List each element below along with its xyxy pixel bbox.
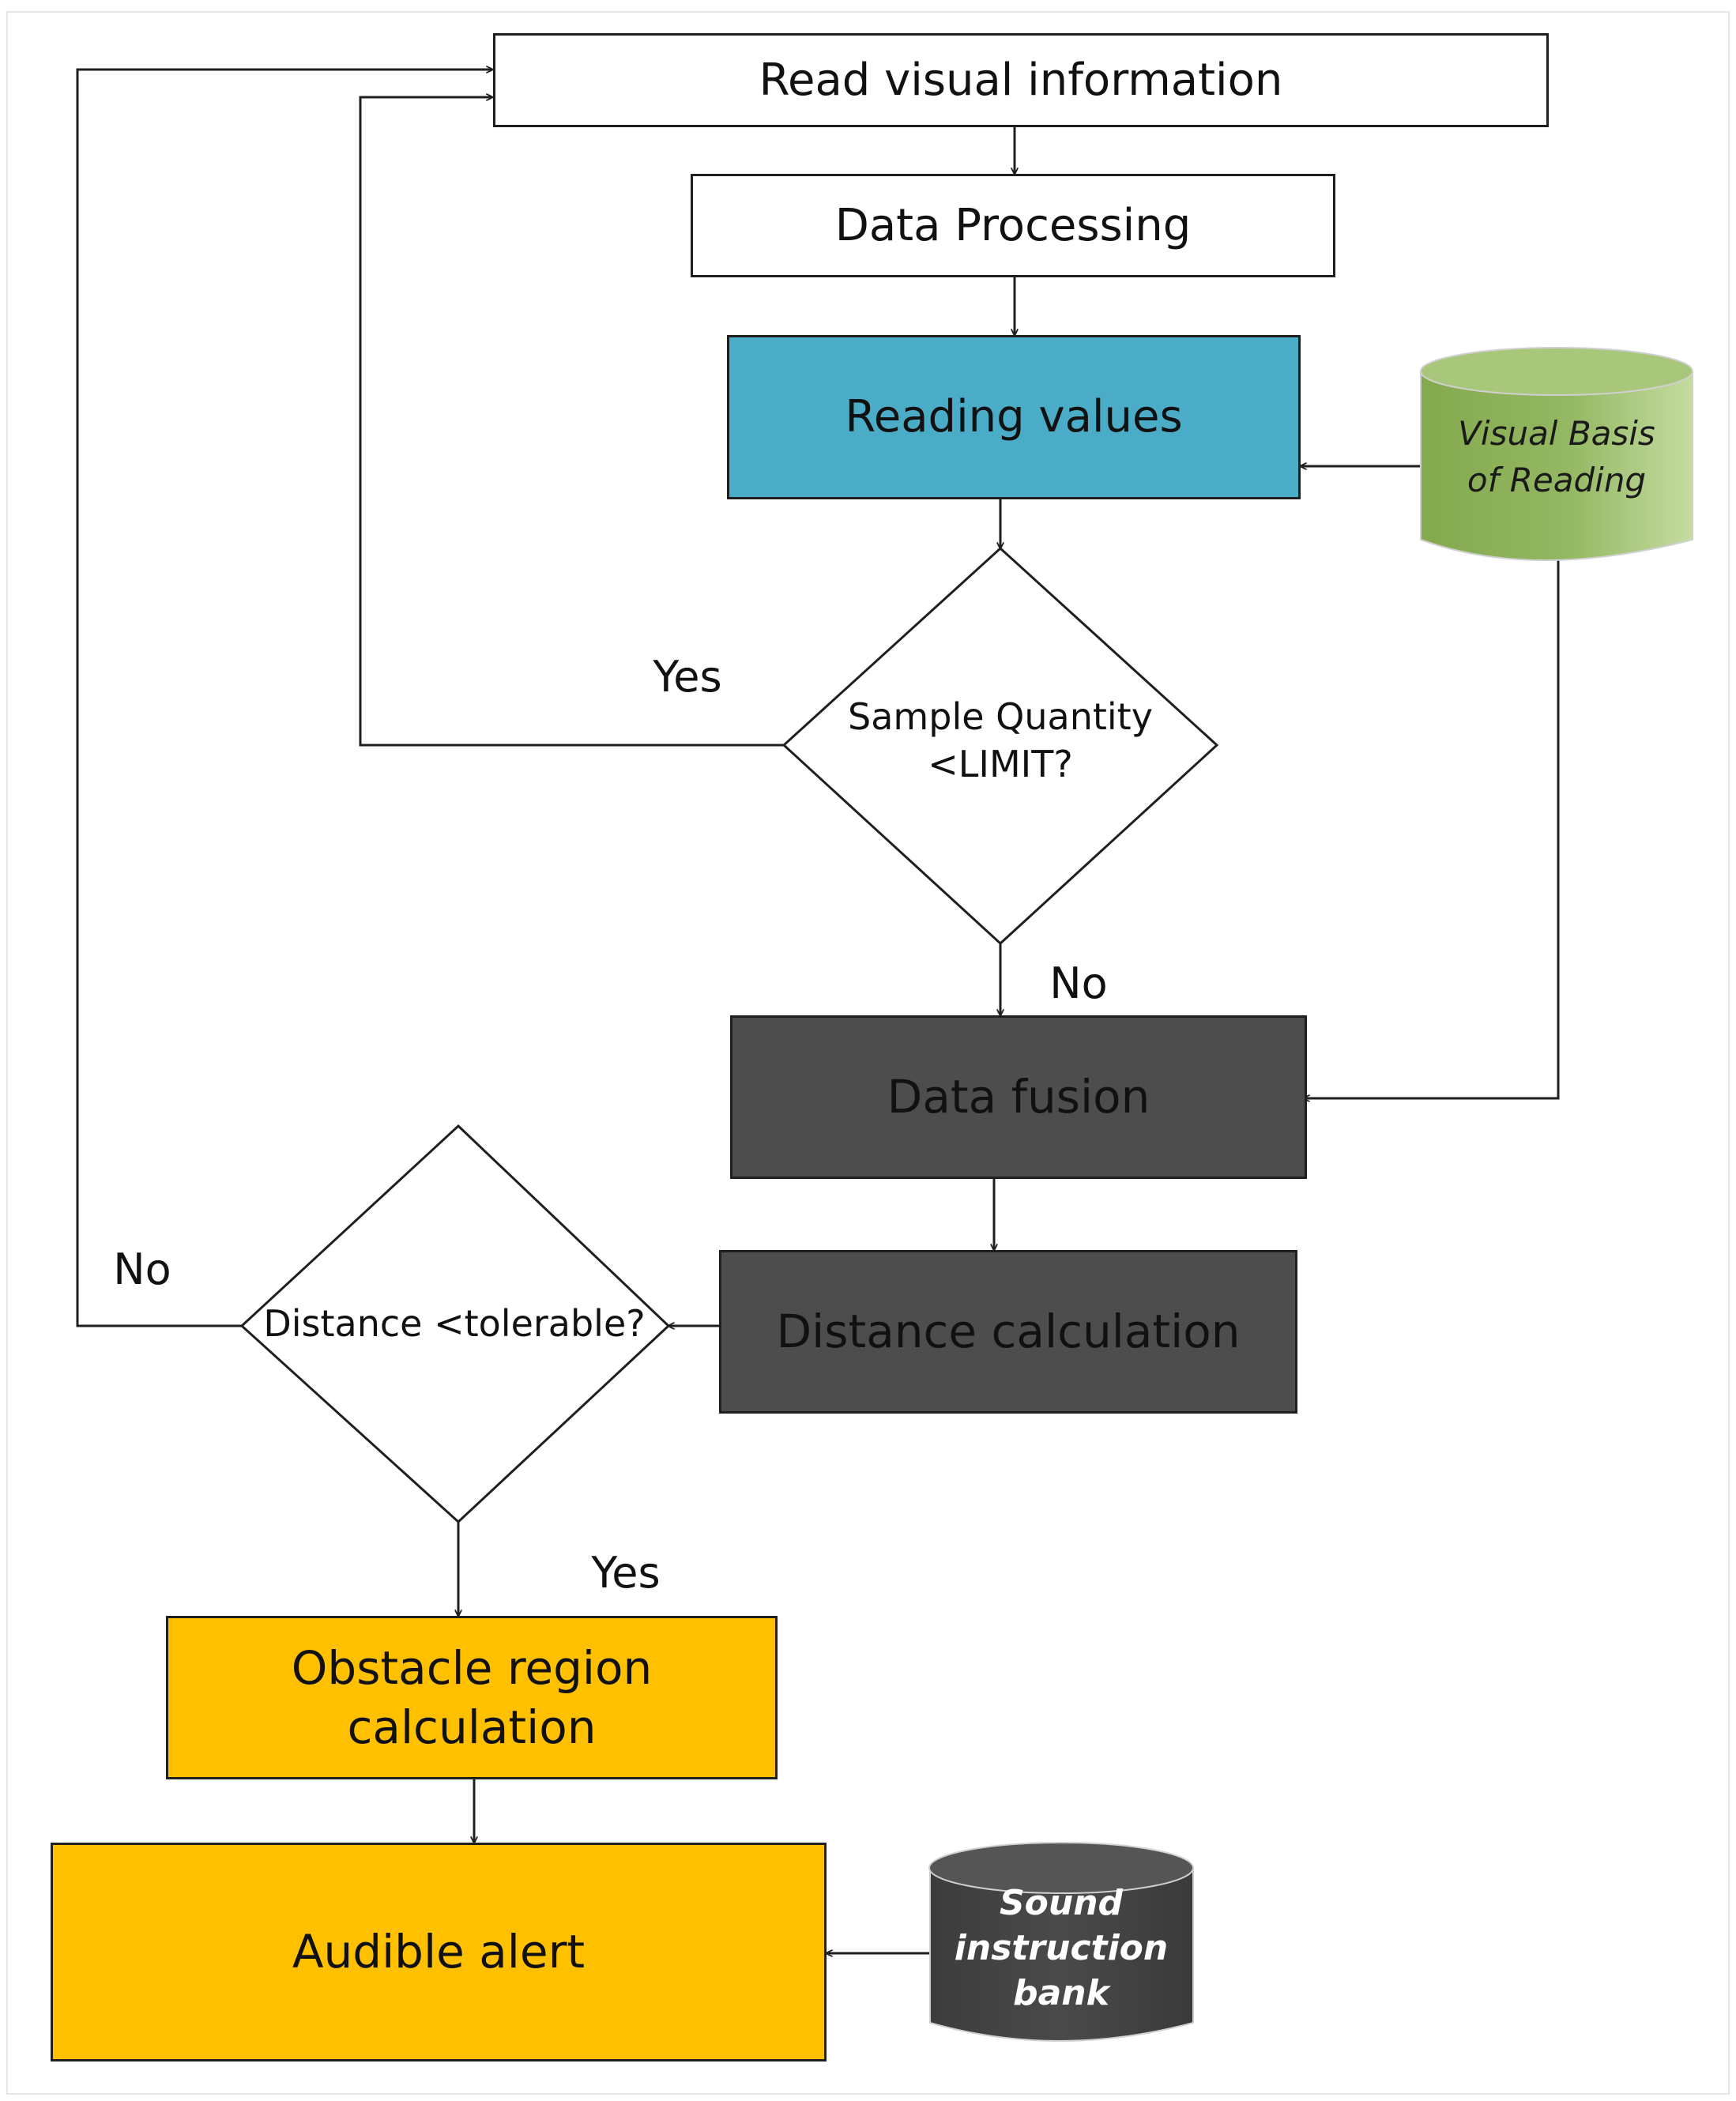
obstacle-region-label-line2: calculation [347,1700,597,1754]
visual-basis-cylinder [1420,347,1693,561]
sound-bank-line2: instruction [954,1928,1169,1969]
edge-label-tolerable-no: No [113,1244,171,1294]
edge-label-limit-yes: Yes [653,652,722,702]
sample-quantity-line1: Sample Quantity [848,695,1153,738]
decision-sample-quantity-text: Sample Quantity <LIMIT? [790,694,1211,789]
edge-tolerable-no-loop [76,70,492,1327]
process-reading-values: Reading values [727,335,1301,499]
process-read-visual-information-label: Read visual information [759,54,1283,106]
sound-bank-line3: bank [1013,1973,1109,2014]
visual-basis-line2: of Reading [1467,460,1647,499]
distance-tolerable-line: Distance <tolerable? [263,1302,646,1345]
edge-sample-yes-loop [359,97,784,747]
visual-basis-text: Visual Basis of Reading [1430,411,1683,504]
process-read-visual-information: Read visual information [493,33,1549,127]
process-data-processing: Data Processing [691,174,1335,277]
visual-basis-line1: Visual Basis [1458,414,1655,453]
process-audible-alert-label: Audible alert [292,1925,586,1979]
process-audible-alert: Audible alert [51,1843,827,2061]
decision-sample-quantity-shape [781,546,1219,946]
process-data-fusion: Data fusion [730,1015,1307,1179]
process-obstacle-region-calculation: Obstacle region calculation [166,1616,778,1779]
sound-bank-text: Sound instruction bank [932,1881,1190,2016]
edge-label-tolerable-yes: Yes [591,1548,661,1598]
process-data-processing-label: Data Processing [834,199,1192,251]
process-distance-calculation: Distance calculation [719,1250,1297,1414]
sound-bank-cylinder [928,1842,1194,2042]
sound-bank-line1: Sound [999,1883,1124,1923]
obstacle-region-label-line1: Obstacle region [291,1641,653,1696]
process-data-fusion-label: Data fusion [887,1070,1150,1124]
edge-visualbasis-to-fusion [1304,559,1560,1098]
sample-quantity-line2: <LIMIT? [928,742,1073,785]
edge-label-limit-no: No [1049,958,1108,1008]
decision-distance-tolerable-shape [239,1124,671,1524]
decision-distance-tolerable-text: Distance <tolerable? [245,1301,664,1348]
process-distance-calculation-label: Distance calculation [776,1305,1241,1359]
process-reading-values-label: Reading values [845,391,1183,443]
